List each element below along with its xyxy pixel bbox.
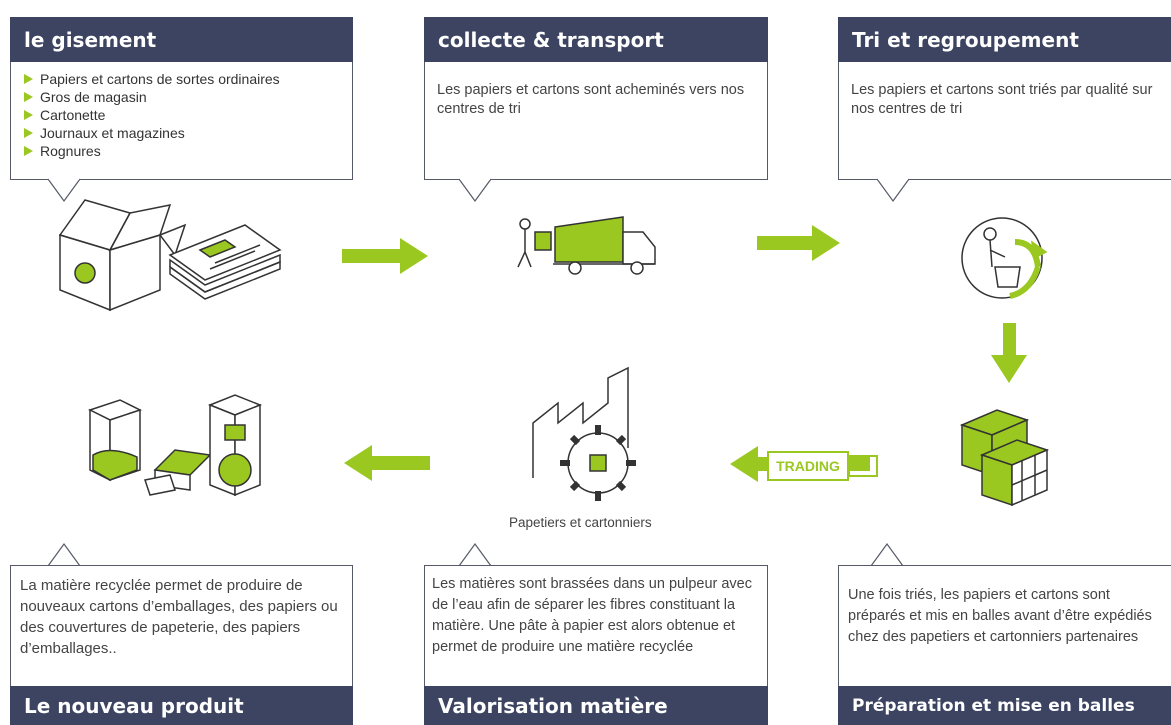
step-nouveau-description: La matière recyclée permet de produire d… [20, 577, 338, 657]
step-collecte-title: collecte & transport [438, 27, 664, 52]
bullet-arrow-icon [24, 92, 33, 102]
list-item: Cartonette [24, 106, 354, 124]
step-tri-box [838, 62, 1171, 180]
bullet-arrow-icon [24, 146, 33, 156]
pointer-nouveau [47, 542, 81, 567]
step-collecte-box [424, 62, 768, 180]
arrow-down [991, 323, 1027, 383]
gisement-list: Papiers et cartons de sortes ordinaires … [24, 70, 354, 160]
recycle-person-icon [961, 217, 1048, 299]
step-collecte-header: collecte & transport [424, 17, 768, 62]
bullet-arrow-icon [24, 110, 33, 120]
step-valorisation-title: Valorisation matière [438, 693, 668, 718]
bales-icon [959, 409, 1050, 507]
valorisation-caption: Papetiers et cartonniers [509, 515, 652, 530]
step-preparation-header: Préparation et mise en balles [838, 686, 1171, 725]
step-valorisation-header: Valorisation matière [424, 686, 768, 725]
step-gisement-header: le gisement [10, 17, 353, 62]
list-item: Gros de magasin [24, 88, 354, 106]
list-item: Rognures [24, 142, 354, 160]
list-item: Journaux et magazines [24, 124, 354, 142]
step-nouveau-title: Le nouveau produit [24, 693, 244, 718]
step-gisement-box [10, 62, 353, 180]
pointer-gisement [47, 178, 81, 203]
pointer-valorisation [458, 542, 492, 567]
step-valorisation-description: Les matières sont brassées dans un pulpe… [432, 576, 752, 655]
pointer-preparation [870, 542, 904, 567]
step-tri-title: Tri et regroupement [852, 27, 1079, 52]
arrow-left-2 [344, 445, 430, 481]
step-gisement-title: le gisement [24, 27, 157, 52]
factory-icon [532, 366, 636, 501]
trading-tail [848, 455, 878, 477]
step-valorisation-box [424, 565, 768, 686]
truck-icon [517, 216, 656, 275]
new-products-icon [88, 394, 263, 497]
pointer-collecte [458, 178, 492, 203]
step-nouveau-header: Le nouveau produit [10, 686, 353, 725]
box-newspapers-icon [58, 199, 282, 312]
step-nouveau-box [10, 565, 353, 686]
bullet-arrow-icon [24, 74, 33, 84]
step-preparation-description: Une fois triés, les papiers et cartons s… [848, 587, 1152, 645]
step-tri-header: Tri et regroupement [838, 17, 1171, 62]
pointer-tri [876, 178, 910, 203]
arrow-right-1 [342, 238, 428, 274]
step-collecte-description: Les papiers et cartons sont acheminés ve… [437, 82, 745, 117]
step-preparation-box [838, 565, 1171, 686]
trading-label: TRADING [767, 451, 849, 481]
list-item: Papiers et cartons de sortes ordinaires [24, 70, 354, 88]
step-tri-description: Les papiers et cartons sont triés par qu… [851, 82, 1153, 117]
arrow-right-2 [757, 225, 840, 261]
step-preparation-title: Préparation et mise en balles [852, 695, 1135, 716]
bullet-arrow-icon [24, 128, 33, 138]
